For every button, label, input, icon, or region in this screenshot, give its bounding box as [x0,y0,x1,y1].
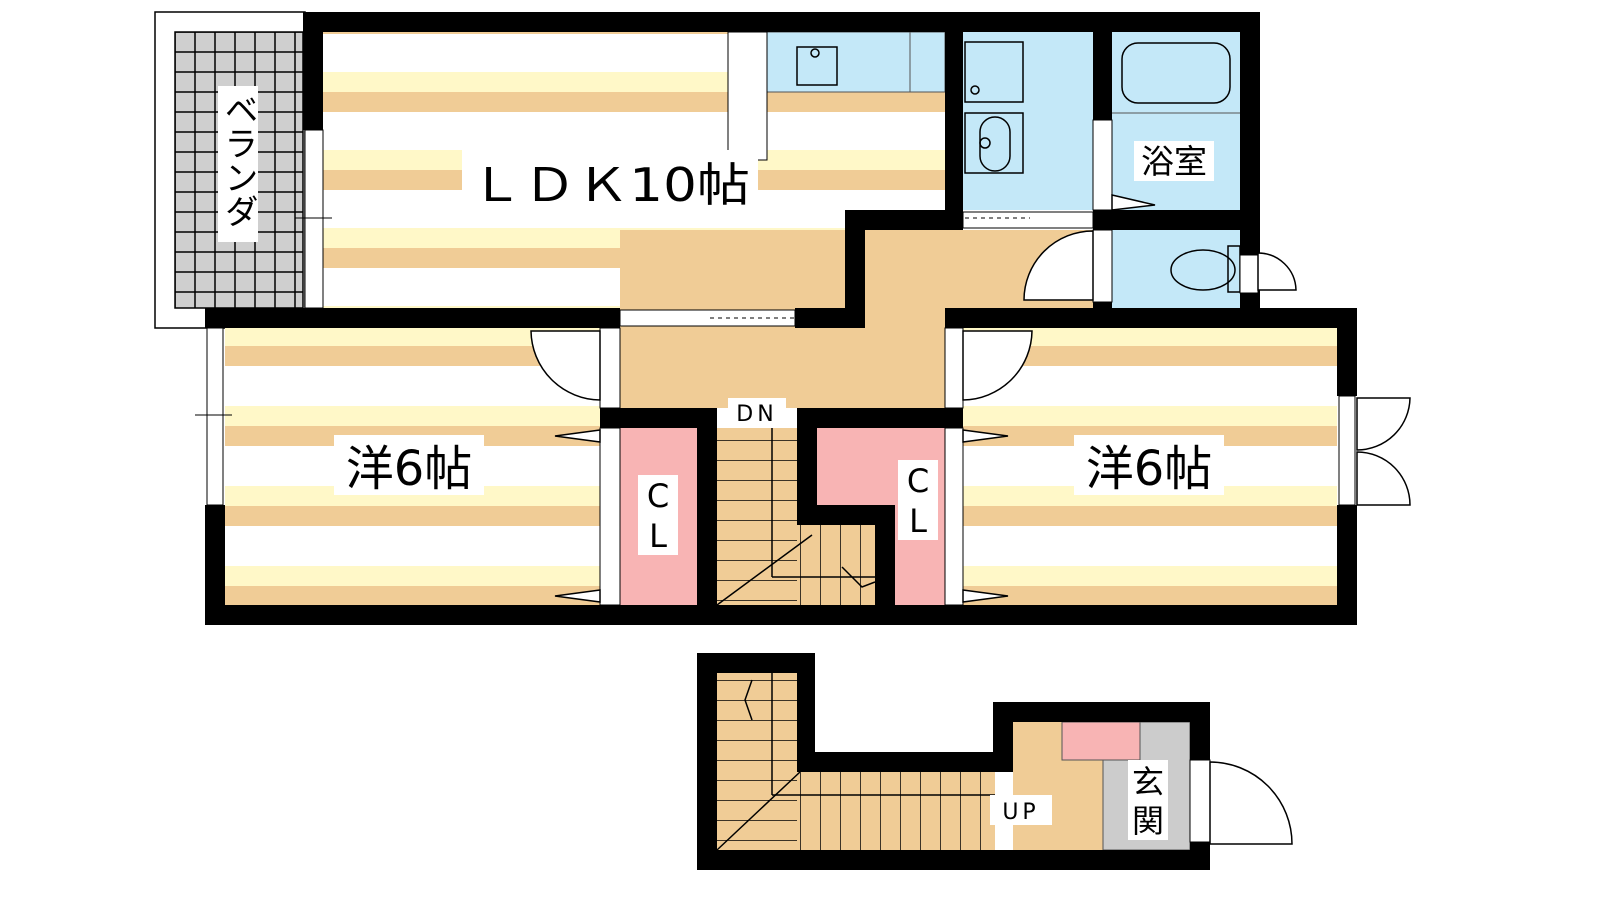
washbasin-icon [964,112,1024,174]
closet-right-label-l: L [909,502,927,540]
stairs-down-label: DN [736,402,777,427]
closet-left-label-c: C [647,477,669,515]
lower-floor [697,653,1293,870]
staircase-upper [716,428,876,606]
veranda-label: ベランダ [218,92,258,228]
walls [205,12,1357,625]
bathroom-floor [1112,32,1240,212]
washroom-floor [963,32,1093,210]
kitchen-partition [727,31,768,161]
stairs-up-label: UP [1002,800,1039,825]
veranda [154,11,306,329]
ldk-label: ＬＤＫ10帖 [470,158,750,212]
entrance-label-2: 関 [1132,802,1164,840]
washing-machine-icon [964,41,1024,103]
bedroom-right-label: 洋6帖 [1086,441,1213,497]
bedroom-left-label: 洋6帖 [346,441,473,497]
kitchen-counter [766,31,946,93]
bathtub-icon [1121,42,1231,104]
closet-left-label-l: L [649,517,667,555]
entrance-label-1: 玄 [1132,763,1164,801]
doors [530,119,1411,606]
closet-right-label-c: C [907,462,929,500]
sink-icon [796,46,838,86]
windows [206,129,1356,506]
toilet-icon [1170,249,1236,291]
toilet-floor [1112,230,1240,308]
bath-label: 浴室 [1141,142,1207,181]
